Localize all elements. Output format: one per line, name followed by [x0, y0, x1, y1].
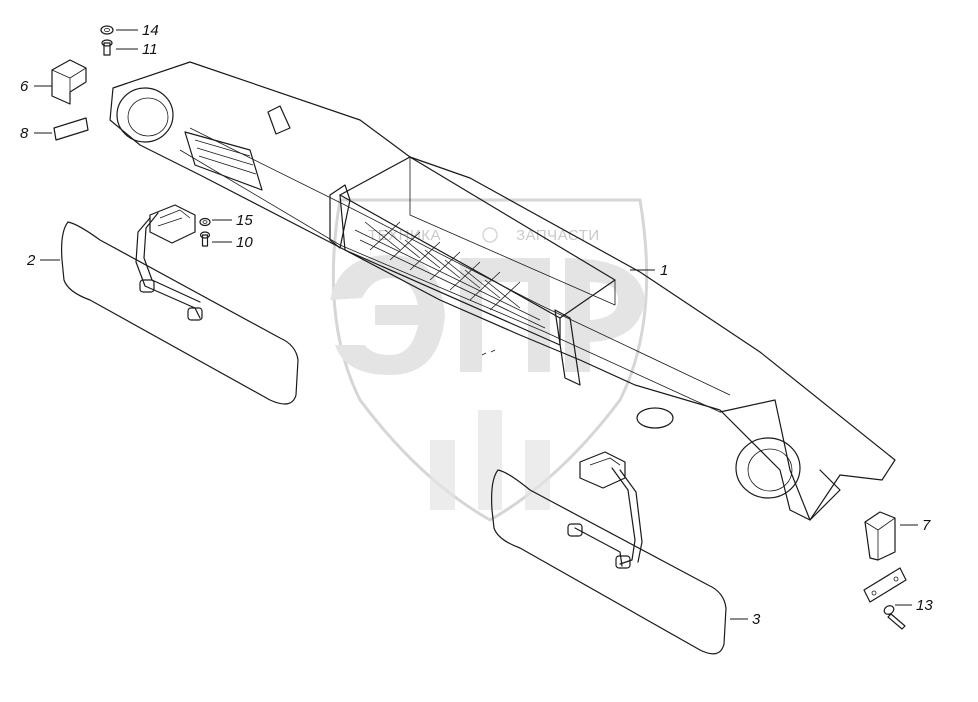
callout-7: 7	[922, 517, 931, 534]
nut-icon	[100, 25, 114, 35]
callout-8: 8	[20, 125, 29, 142]
callout-3: 3	[752, 611, 761, 628]
watermark: ТЕХНИКА ЗАПЧАСТИ	[330, 198, 649, 522]
callout-15: 15	[236, 212, 253, 229]
callout-14: 14	[142, 22, 159, 39]
callout-11: 11	[142, 41, 158, 58]
plate-icon	[53, 117, 89, 141]
leader-lines	[34, 29, 918, 620]
callout-2: 2	[26, 252, 36, 269]
overhead-console	[109, 61, 896, 521]
bracket-right-icon	[864, 511, 896, 561]
callout-1: 1	[660, 262, 668, 279]
plate-right-icon	[863, 567, 907, 603]
bracket-icon	[51, 59, 87, 105]
watermark-logo-letters	[330, 255, 645, 375]
screw-right-icon	[883, 605, 906, 630]
sun-visor-left	[61, 204, 299, 405]
screw-icon	[199, 231, 211, 247]
watermark-wheat-icon	[430, 410, 550, 510]
sun-visor-right	[491, 451, 727, 655]
callout-13: 13	[916, 597, 933, 614]
watermark-gear-icon	[482, 227, 498, 243]
watermark-shield-icon	[331, 198, 649, 522]
callout-6: 6	[20, 78, 29, 95]
watermark-right-text: ЗАПЧАСТИ	[516, 227, 600, 244]
callout-10: 10	[236, 234, 253, 251]
washer-icon	[199, 217, 211, 227]
net-pattern	[354, 221, 546, 329]
bolt-icon	[101, 39, 113, 56]
callout-labels: 14 11 6 8 15 10 2 1 7 13 3	[20, 22, 933, 628]
